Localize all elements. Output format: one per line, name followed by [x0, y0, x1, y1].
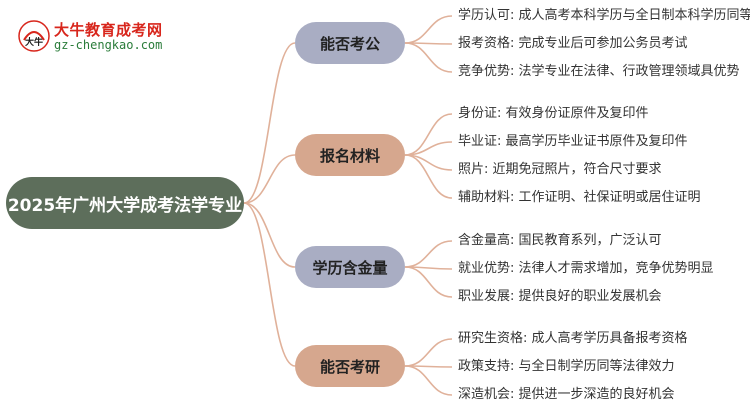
leaf-connector [404, 240, 453, 268]
leaf-item: 就业优势: 法律人才需求增加，竞争优势明显 [458, 261, 714, 276]
leaf-item: 研究生资格: 成人高考学历具备报考资格 [458, 331, 688, 346]
branch-label: 能否考公 [319, 34, 380, 53]
leaf-item: 职业发展: 提供良好的职业发展机会 [458, 289, 662, 304]
site-logo[interactable]: 大牛 大牛教育成考网 gz-chengkao.com [18, 18, 168, 54]
leaf-connector [404, 338, 453, 367]
leaf-connector [404, 266, 453, 298]
leaf-item: 政策支持: 与全日制学历同等法律效力 [458, 359, 675, 374]
branch-label: 学历含金量 [312, 258, 388, 277]
branch-degree-value: 学历含金量 [295, 246, 405, 288]
leaf-connector [404, 154, 453, 199]
logo-url: gz-chengkao.com [54, 38, 163, 52]
logo-title: 大牛教育成考网 [54, 21, 163, 39]
leaf-connector [404, 15, 453, 44]
leaf-item: 毕业证: 最高学历毕业证书原件及复印件 [458, 134, 688, 149]
branch-civil-service: 能否考公 [295, 22, 405, 64]
root-connector [243, 202, 296, 367]
leaf-connector [404, 42, 453, 73]
branch-postgraduate: 能否考研 [295, 345, 405, 387]
root-connector [243, 42, 296, 204]
root-connector [243, 202, 296, 268]
branch-application-materials: 报名材料 [295, 134, 405, 176]
leaf-item: 照片: 近期免冠照片，符合尺寸要求 [458, 162, 662, 177]
root-node: 2025年广州大学成考法学专业 [6, 177, 244, 229]
leaf-item: 身份证: 有效身份证原件及复印件 [458, 106, 649, 121]
logo-mark-text: 大牛 [25, 36, 43, 48]
root-label: 2025年广州大学成考法学专业 [7, 195, 243, 216]
leaf-item: 含金量高: 国民教育系列，广泛认可 [458, 233, 662, 248]
branch-label: 报名材料 [319, 146, 380, 165]
leaf-item: 报考资格: 完成专业后可参加公务员考试 [458, 36, 688, 51]
leaf-item: 辅助材料: 工作证明、社保证明或居住证明 [458, 190, 701, 205]
leaf-connector [404, 365, 453, 396]
leaf-item: 深造机会: 提供进一步深造的良好机会 [458, 387, 675, 402]
branch-label: 能否考研 [319, 357, 380, 376]
leaf-item: 竞争优势: 法学专业在法律、行政管理领域具优势 [458, 64, 740, 79]
logo-mark-icon: 大牛 [18, 20, 50, 52]
root-connector [243, 154, 296, 204]
leaf-item: 学历认可: 成人高考本科学历与全日制本科学历同等 [458, 8, 750, 23]
